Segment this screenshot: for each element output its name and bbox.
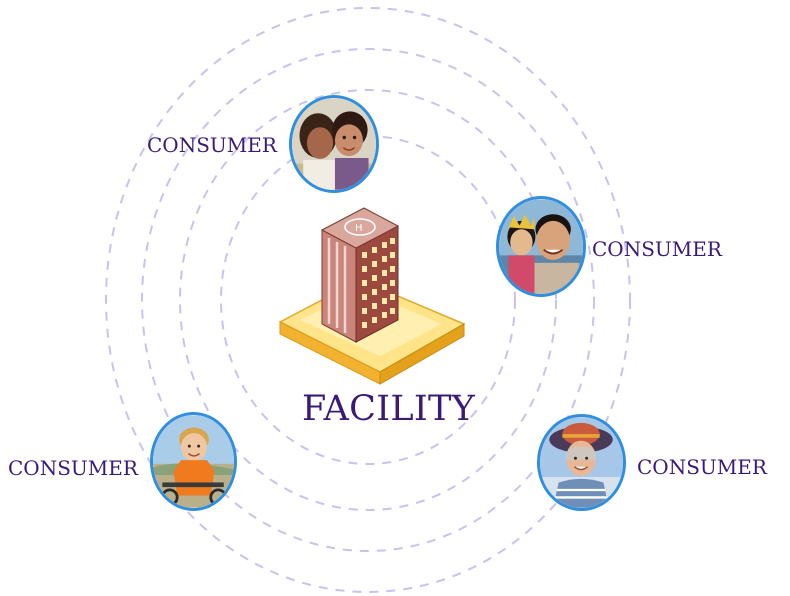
office-building-icon: H: [278, 207, 466, 385]
consumer-label-2: CONSUMER: [592, 237, 722, 261]
consumer-label-3: CONSUMER: [8, 456, 138, 480]
facility-label: FACILITY: [302, 389, 476, 429]
ring-2: [179, 89, 557, 511]
father-and-daughter-photo: [496, 196, 586, 297]
svg-text:H: H: [355, 223, 363, 234]
ring-3: [141, 48, 595, 552]
boy-on-bicycle-photo: [150, 412, 237, 511]
ring-4: [105, 7, 631, 593]
elderly-woman-in-hat-photo: [537, 414, 626, 511]
consumer-label-1: CONSUMER: [147, 133, 277, 157]
mother-and-daughter-photo: [289, 95, 379, 193]
consumer-label-4: CONSUMER: [637, 455, 767, 479]
